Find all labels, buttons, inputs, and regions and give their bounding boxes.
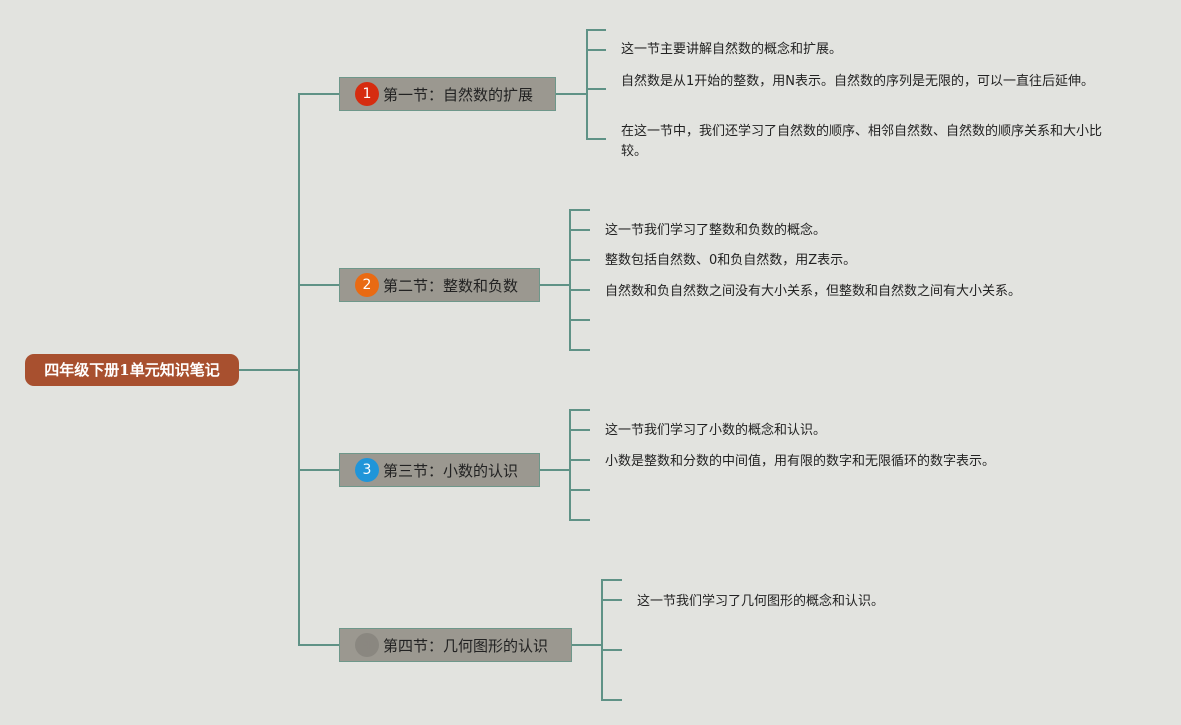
section-1-note-2[interactable]: 自然数是从1开始的整数，用N表示。自然数的序列是无限的，可以一直往后延伸。: [621, 74, 1094, 89]
section-4-note-1[interactable]: 这一节我们学习了几何图形的概念和认识。: [637, 594, 885, 609]
section-2-note-1[interactable]: 这一节我们学习了整数和负数的概念。: [605, 223, 827, 238]
section-2-note-2[interactable]: 整数包括自然数、0和负自然数，用Z表示。: [605, 253, 857, 268]
section-4-title: 第四节：几何图形的认识: [383, 636, 549, 655]
section-2-number-badge: 2: [355, 273, 379, 297]
section-4-number-badge: 4: [355, 633, 379, 657]
section-2-title: 第二节：整数和负数: [383, 276, 519, 295]
section-4-node[interactable]: 4 第四节：几何图形的认识: [339, 628, 572, 662]
section-1-number-badge: 1: [355, 82, 379, 106]
section-3-note-1[interactable]: 这一节我们学习了小数的概念和认识。: [605, 423, 827, 438]
section-1-note-3[interactable]: 在这一节中，我们还学习了自然数的顺序、相邻自然数、自然数的顺序关系和大小比较。: [621, 124, 1103, 159]
section-2-note-3[interactable]: 自然数和负自然数之间没有大小关系，但整数和自然数之间有大小关系。: [605, 284, 1022, 299]
section-3-number-badge: 3: [355, 458, 379, 482]
section-3-title: 第三节：小数的认识: [383, 461, 519, 480]
section-3-node[interactable]: 3 第三节：小数的认识: [339, 453, 540, 487]
section-1-node[interactable]: 1 第一节：自然数的扩展: [339, 77, 556, 111]
section-1-note-1[interactable]: 这一节主要讲解自然数的概念和扩展。: [621, 42, 843, 57]
section-3-note-2[interactable]: 小数是整数和分数的中间值，用有限的数字和无限循环的数字表示。: [605, 454, 996, 469]
root-topic[interactable]: 四年级下册1单元知识笔记: [25, 354, 239, 386]
section-1-title: 第一节：自然数的扩展: [383, 85, 534, 104]
section-2-node[interactable]: 2 第二节：整数和负数: [339, 268, 540, 302]
